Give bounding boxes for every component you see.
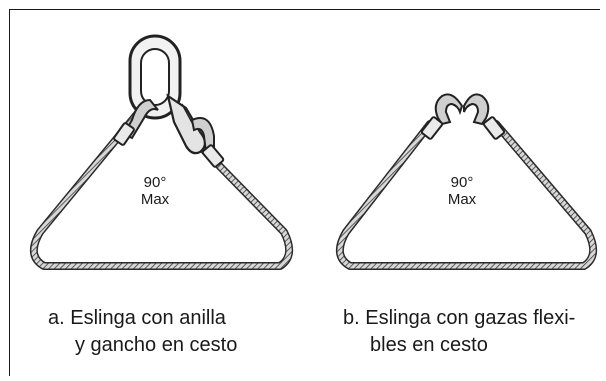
sling-b-right-ferrule — [482, 116, 506, 140]
sling-b-illustration — [336, 93, 598, 270]
sling-b-caption-line2: bles en cesto — [370, 334, 488, 356]
sling-b-angle-value: 90° — [450, 174, 474, 191]
sling-a-left-ferrule — [113, 122, 135, 146]
sling-b-angle-label: 90° Max — [432, 174, 492, 208]
sling-b-caption-line1: b. Eslinga con gazas flexi- — [343, 307, 576, 329]
sling-a-angle-value: 90° — [143, 174, 167, 191]
figure-frame — [9, 9, 600, 376]
sling-a-angle-label: 90° Max — [125, 174, 185, 208]
sling-a-hook — [166, 93, 207, 155]
sling-b-left-eye — [434, 93, 464, 126]
sling-b-angle-note: Max — [447, 191, 477, 208]
sling-a-caption-line1: a. Eslinga con anilla — [48, 307, 226, 329]
sling-a-caption: a. Eslinga con anilla y gancho en cesto — [48, 305, 237, 359]
sling-b-caption: b. Eslinga con gazas flexi- bles en cest… — [343, 305, 575, 359]
sling-a-angle-note: Max — [140, 191, 170, 208]
sling-a-illustration — [30, 34, 294, 270]
sling-a-caption-line2: y gancho en cesto — [75, 334, 238, 356]
sling-b-right-eye — [463, 93, 490, 126]
sling-a-right-ferrule — [201, 144, 225, 168]
sling-b-left-ferrule — [420, 116, 444, 140]
